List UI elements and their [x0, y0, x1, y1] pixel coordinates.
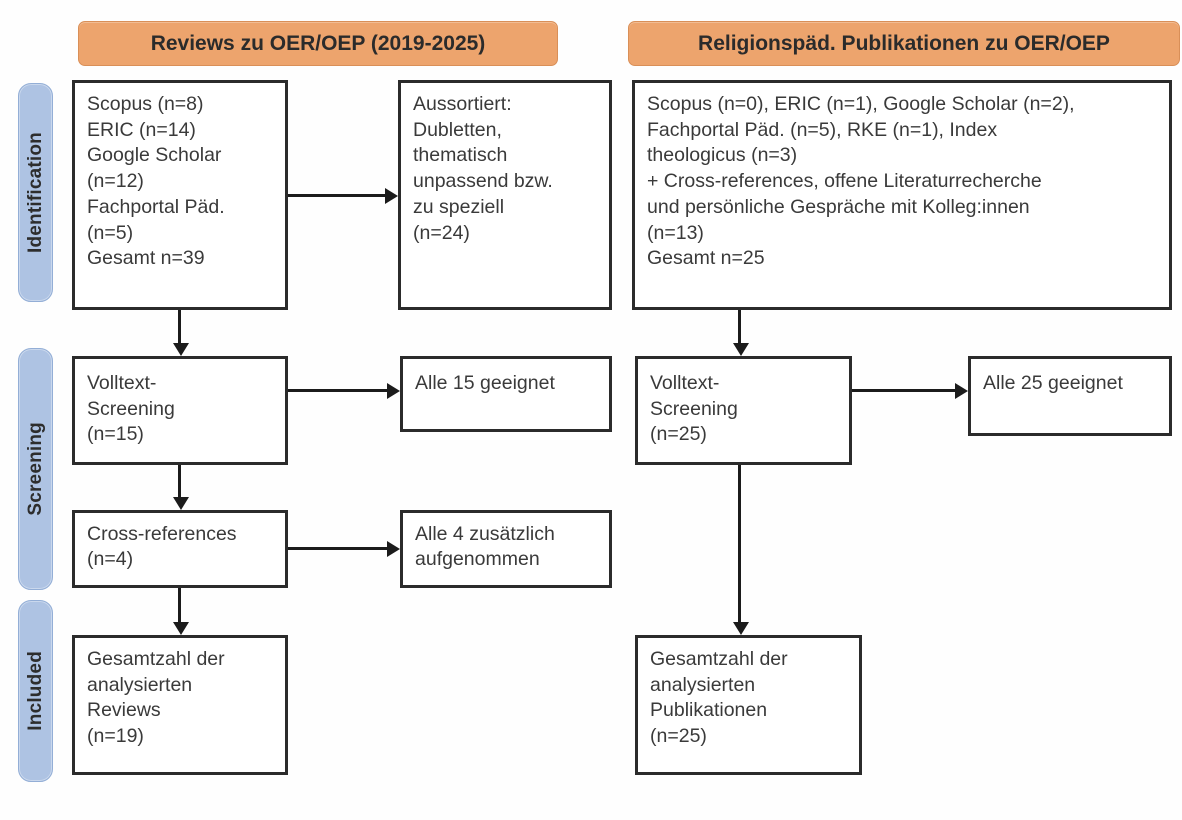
- connector-right-fulltext-to-included: [738, 465, 741, 622]
- node-left-included-total: Gesamtzahl der analysierten Reviews (n=1…: [72, 635, 288, 775]
- node-left-included-total-text: Gesamtzahl der analysierten Reviews (n=1…: [87, 648, 225, 748]
- arrowhead-left-sources-to-fulltext: [173, 343, 189, 356]
- connector-left-sources-to-excluded: [288, 194, 385, 197]
- node-left-fulltext-result-text: Alle 15 geeignet: [415, 372, 555, 394]
- node-left-excluded-text: Aussortiert: Dubletten, thematisch unpas…: [413, 93, 553, 244]
- node-right-identification-sources-text: Scopus (n=0), ERIC (n=1), Google Scholar…: [647, 93, 1075, 270]
- node-left-identification-sources: Scopus (n=8) ERIC (n=14) Google Scholar …: [72, 80, 288, 310]
- node-left-excluded: Aussortiert: Dubletten, thematisch unpas…: [398, 80, 612, 310]
- node-left-fulltext-result: Alle 15 geeignet: [400, 356, 612, 432]
- arrowhead-left-sources-to-excluded: [385, 188, 398, 204]
- arrowhead-left-fulltext-to-crossrefs: [173, 497, 189, 510]
- connector-left-fulltext-to-result: [288, 389, 387, 392]
- node-left-cross-references-result-text: Alle 4 zusätzlich aufgenommen: [415, 523, 555, 571]
- arrowhead-right-fulltext-to-result: [955, 383, 968, 399]
- arrowhead-right-fulltext-to-included: [733, 622, 749, 635]
- node-right-fulltext-result: Alle 25 geeignet: [968, 356, 1172, 436]
- phase-pill-identification: Identification: [18, 83, 53, 302]
- node-right-fulltext-screening-text: Volltext- Screening (n=25): [650, 372, 738, 446]
- node-right-fulltext-screening: Volltext- Screening (n=25): [635, 356, 852, 465]
- connector-right-fulltext-to-result: [852, 389, 955, 392]
- arrowhead-left-crossrefs-to-included: [173, 622, 189, 635]
- phase-pill-screening: Screening: [18, 348, 53, 590]
- node-left-cross-references-result: Alle 4 zusätzlich aufgenommen: [400, 510, 612, 588]
- node-left-fulltext-screening-text: Volltext- Screening (n=15): [87, 372, 175, 446]
- connector-left-sources-to-fulltext: [178, 310, 181, 343]
- column-header-religionspaed: Religionspäd. Publikationen zu OER/OEP: [628, 21, 1180, 66]
- phase-pill-included: Included: [18, 600, 53, 782]
- phase-label-screening: Screening: [24, 422, 46, 516]
- node-left-identification-sources-text: Scopus (n=8) ERIC (n=14) Google Scholar …: [87, 93, 225, 270]
- column-header-reviews-label: Reviews zu OER/OEP (2019-2025): [150, 31, 486, 55]
- arrowhead-left-fulltext-to-result: [387, 383, 400, 399]
- connector-left-fulltext-to-crossrefs: [178, 465, 181, 497]
- connector-left-crossrefs-to-result: [288, 547, 387, 550]
- connector-right-sources-to-fulltext: [738, 310, 741, 343]
- column-header-reviews: Reviews zu OER/OEP (2019-2025): [78, 21, 558, 66]
- column-header-religionspaed-label: Religionspäd. Publikationen zu OER/OEP: [698, 31, 1110, 55]
- phase-label-identification: Identification: [24, 131, 46, 254]
- node-left-cross-references-text: Cross-references (n=4): [87, 523, 237, 571]
- node-left-fulltext-screening: Volltext- Screening (n=15): [72, 356, 288, 465]
- connector-left-crossrefs-to-included: [178, 588, 181, 622]
- node-left-cross-references: Cross-references (n=4): [72, 510, 288, 588]
- node-right-fulltext-result-text: Alle 25 geeignet: [983, 372, 1123, 394]
- arrowhead-right-sources-to-fulltext: [733, 343, 749, 356]
- node-right-identification-sources: Scopus (n=0), ERIC (n=1), Google Scholar…: [632, 80, 1172, 310]
- node-right-included-total: Gesamtzahl der analysierten Publikatione…: [635, 635, 862, 775]
- node-right-included-total-text: Gesamtzahl der analysierten Publikatione…: [650, 648, 788, 748]
- phase-label-included: Included: [24, 651, 46, 731]
- arrowhead-left-crossrefs-to-result: [387, 541, 400, 557]
